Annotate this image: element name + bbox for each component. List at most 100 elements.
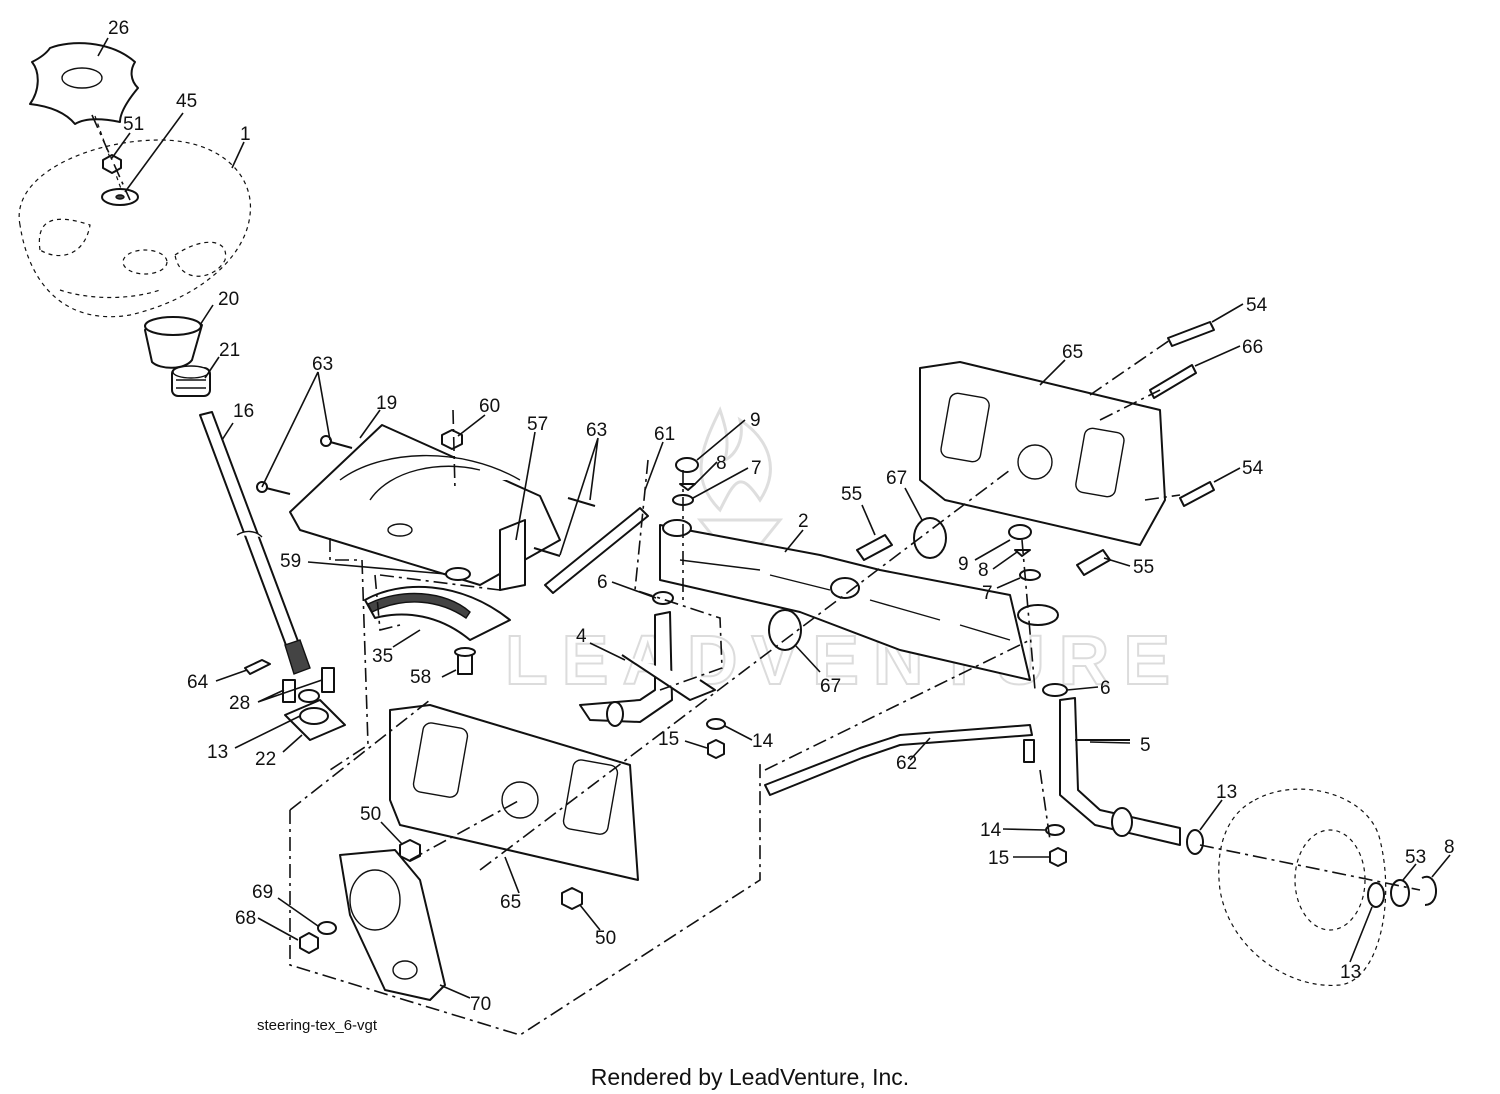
cap-9b — [1008, 524, 1032, 540]
leader-lines — [97, 37, 1451, 999]
spindle-sleeve-right — [1017, 604, 1059, 626]
callout-22: 22 — [255, 749, 276, 770]
tie-rod-line — [764, 639, 1031, 771]
callout-63-right: 63 — [586, 420, 607, 441]
wheel-rim-inner — [1294, 829, 1366, 931]
washer-13-outer — [1367, 882, 1385, 908]
callout-13-wheel-outer: 13 — [1340, 962, 1361, 983]
callout-61: 61 — [654, 424, 675, 445]
callout-8-ring: 8 — [1444, 837, 1455, 858]
cap-hole — [61, 67, 103, 89]
group-line-bottom-top — [289, 699, 431, 811]
pinion-gear — [284, 639, 311, 675]
nut-15a — [707, 739, 725, 759]
retaining-ring-8 — [1421, 875, 1438, 906]
washer-45-hole — [115, 194, 125, 200]
bracket-57 — [499, 519, 526, 591]
nut-50b — [561, 887, 583, 910]
pin-61 — [544, 507, 649, 594]
bolt-66 — [1149, 364, 1197, 399]
callout-50-lower: 50 — [595, 928, 616, 949]
callout-65-lower: 65 — [500, 892, 521, 913]
plate-19-arc — [369, 465, 481, 501]
wheel-axis-line — [1199, 844, 1421, 891]
wheel-spoke-left — [38, 218, 91, 257]
wheel-spoke-right — [174, 241, 227, 277]
spindle-4 — [579, 611, 673, 723]
wheel-axis — [94, 115, 126, 201]
gear-plate-assembly — [256, 424, 649, 675]
axle-pivot-hole — [830, 577, 860, 599]
callout-15-left: 15 — [658, 729, 679, 750]
callout-58: 58 — [410, 667, 431, 688]
callout-67-upper: 67 — [886, 468, 907, 489]
callout-8-left: 8 — [716, 453, 727, 474]
callout-15-right: 15 — [988, 848, 1009, 869]
bolt-line-lower — [479, 469, 1011, 871]
callout-57: 57 — [527, 414, 548, 435]
bushing-20-top — [144, 316, 202, 336]
bearing-21-teeth — [176, 379, 206, 389]
callout-9-left: 9 — [750, 410, 761, 431]
bolt-54b — [1179, 481, 1215, 507]
diagram-id-caption: steering-tex_6-vgt — [257, 1017, 378, 1034]
bolt-58-head — [454, 647, 476, 657]
callout-19: 19 — [376, 393, 397, 414]
front-axle-assembly — [579, 457, 1181, 867]
front-wheel-assembly — [1186, 788, 1438, 986]
callout-50-upper: 50 — [360, 804, 381, 825]
disc-67a — [913, 517, 947, 559]
callout-4: 4 — [576, 626, 587, 647]
washer-7b — [1019, 569, 1041, 581]
callout-14-left: 14 — [752, 731, 774, 752]
footer-credit: Rendered by LeadVenture, Inc. — [591, 1064, 909, 1090]
bushing-55a — [856, 534, 893, 561]
nut-60 — [441, 429, 463, 450]
group-line-spindle-left — [634, 459, 723, 691]
bracket-65-lower-window-left — [412, 722, 469, 798]
callout-45: 45 — [176, 91, 197, 112]
cap-9a — [675, 457, 699, 473]
nut-50a — [399, 839, 421, 862]
callout-54-lower: 54 — [1242, 458, 1264, 479]
callout-6-left: 6 — [597, 572, 608, 593]
bolt-line-nut — [409, 799, 521, 861]
group-line-gear — [374, 574, 501, 632]
washer-6b — [1042, 683, 1068, 697]
bolt-54a — [1167, 321, 1215, 347]
callout-16: 16 — [233, 401, 254, 422]
bolt-63b-head — [320, 435, 332, 447]
spindle-5-hub — [1111, 807, 1133, 837]
callout-13-left: 13 — [207, 742, 228, 763]
washer-14a — [706, 718, 726, 730]
callout-20: 20 — [218, 289, 239, 310]
group-line-left — [329, 538, 369, 771]
shaft-break-mark — [236, 530, 263, 538]
axis-cap — [91, 114, 131, 201]
steering-shaft-16 — [199, 411, 306, 665]
callout-21: 21 — [219, 340, 240, 361]
plate-70 — [339, 849, 446, 1001]
steering-wheel-assembly — [18, 42, 346, 741]
steering-plate-19 — [289, 424, 561, 586]
callout-14-right: 14 — [980, 820, 1002, 841]
flange-bearing-13 — [299, 707, 329, 725]
callout-68: 68 — [235, 908, 256, 929]
bolt-63d — [533, 547, 561, 557]
callout-70: 70 — [470, 994, 491, 1015]
bracket-65-lower-window-right — [562, 759, 619, 835]
plate-70-hole — [392, 960, 418, 980]
callout-63-left: 63 — [312, 354, 333, 375]
bracket-65-upper-window-right — [1075, 427, 1125, 498]
callout-8-right: 8 — [978, 560, 989, 581]
callout-2: 2 — [798, 511, 809, 532]
front-axle-2 — [659, 524, 1031, 681]
sector-gear-35 — [364, 585, 511, 641]
plate-19-hole — [387, 523, 413, 537]
callout-55-left: 55 — [841, 484, 862, 505]
nut-68 — [299, 932, 319, 954]
wheel-hub — [122, 249, 168, 275]
spindle-4-hub — [606, 701, 624, 727]
